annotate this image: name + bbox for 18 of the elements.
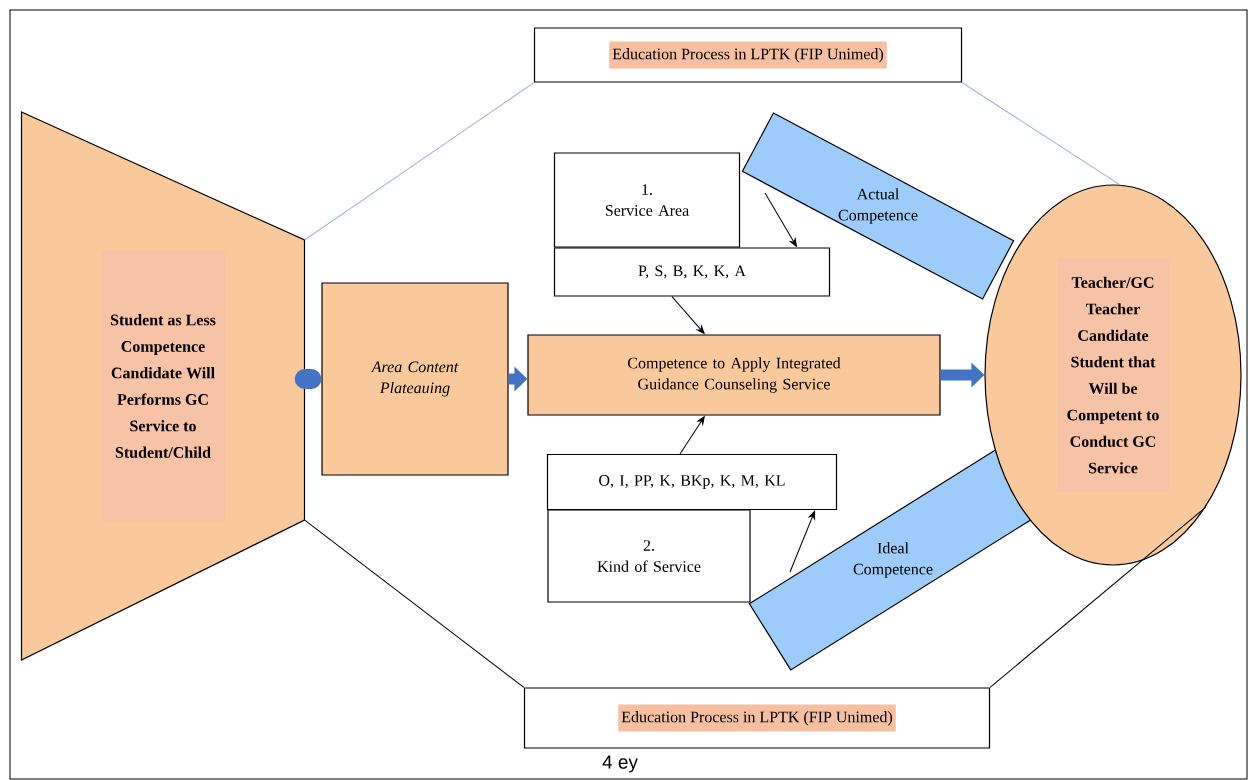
text-box: 1. Service Area bbox=[553, 152, 741, 248]
trapezoid: Student as Less Competence Candidate Will Performs GC Service to Student/Child bbox=[20, 111, 306, 661]
connector-bar bbox=[294, 369, 322, 389]
process-box: Competence to Apply Integrated Guidance Counseling Service bbox=[527, 334, 941, 416]
arrow bbox=[764, 192, 797, 247]
connector-line bbox=[961, 82, 1121, 186]
text-box: 2. Kind of Service bbox=[547, 509, 751, 603]
process-box: Area Content Plateauing bbox=[321, 282, 509, 476]
connector-line bbox=[304, 519, 525, 688]
title-box: Education Process in LPTK (FIP Unimed) bbox=[533, 27, 963, 83]
text-box: P, S, B, K, K, A bbox=[553, 247, 831, 297]
connector-line bbox=[989, 506, 1207, 688]
title-box: Education Process in LPTK (FIP Unimed) bbox=[523, 687, 991, 749]
arrow bbox=[671, 296, 705, 334]
arrow bbox=[679, 416, 705, 455]
text-box: O, I, PP, K, BKp, K, M, KL bbox=[546, 453, 838, 511]
connector-line bbox=[304, 82, 535, 241]
arrow bbox=[789, 510, 816, 573]
